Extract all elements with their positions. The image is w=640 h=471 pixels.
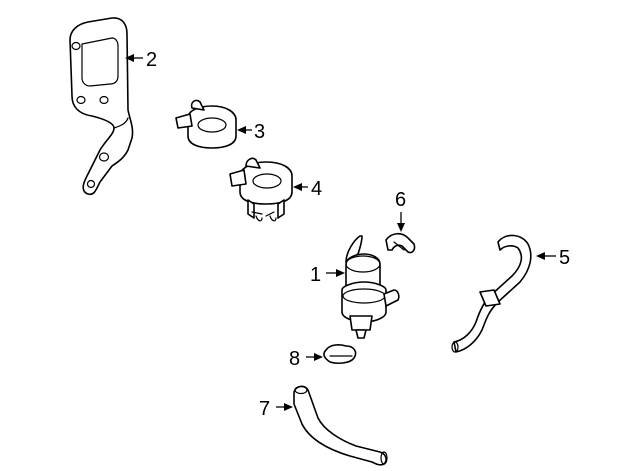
part-6-clip [385, 232, 416, 254]
part-1-valve [341, 235, 400, 339]
leader-2 [125, 54, 143, 62]
callout-6: 6 [395, 189, 406, 211]
leader-5 [536, 252, 556, 260]
leader-7 [276, 403, 293, 411]
callout-2: 2 [146, 49, 157, 71]
leader-6 [397, 212, 405, 232]
callout-1: 1 [310, 264, 321, 286]
callout-3: 3 [254, 121, 265, 143]
leader-1 [326, 269, 345, 277]
part-7-hose [293, 385, 388, 466]
part-8-cap [323, 344, 357, 364]
callout-5: 5 [559, 247, 570, 269]
callout-4: 4 [311, 178, 322, 200]
part-2-bracket [69, 17, 134, 196]
part-3-grommet [175, 99, 237, 149]
leader-3 [237, 126, 252, 134]
leader-4 [293, 183, 308, 191]
callout-7: 7 [259, 398, 270, 420]
part-5-hose [451, 234, 532, 353]
part-4-mount [229, 157, 293, 222]
callout-8: 8 [289, 348, 300, 370]
leader-8 [306, 353, 323, 361]
